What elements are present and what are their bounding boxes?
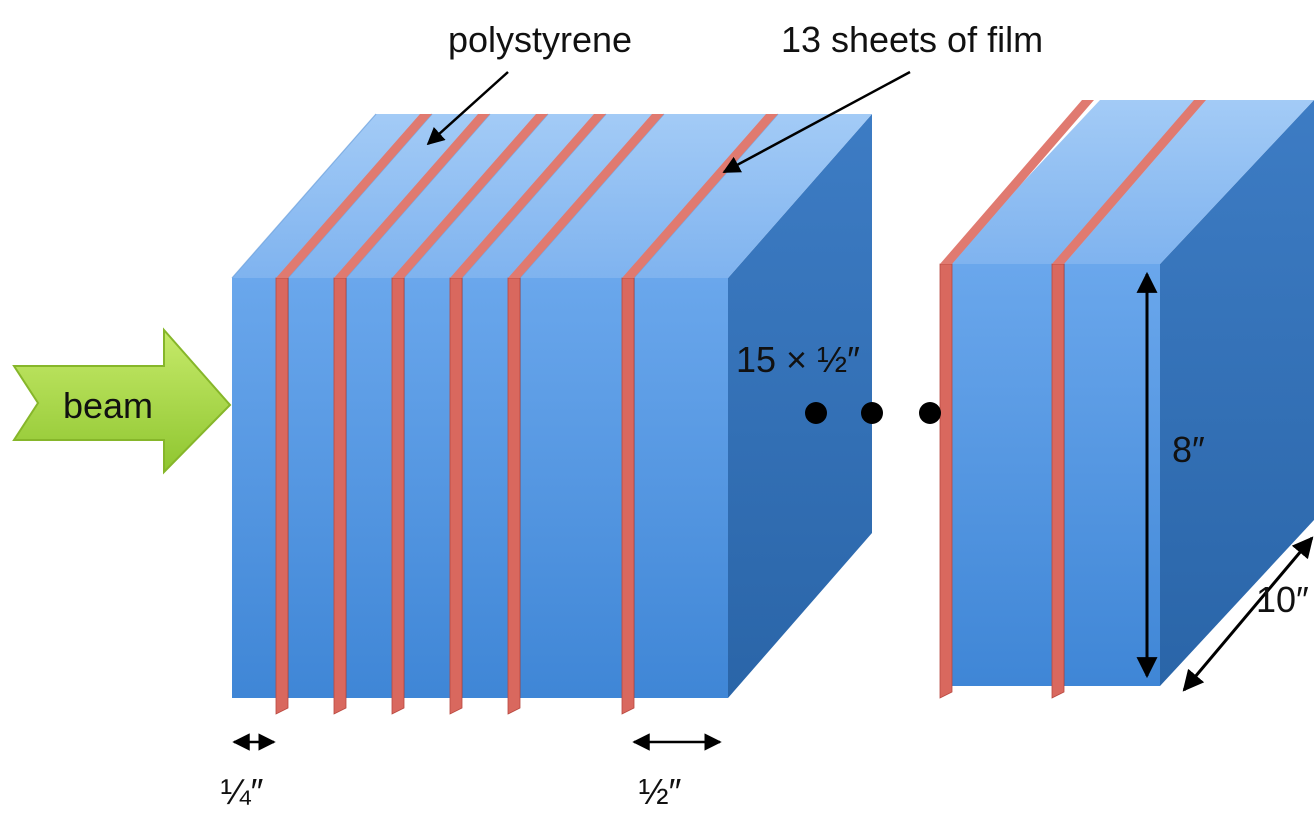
- depth-label: 10″: [1256, 579, 1309, 620]
- left-slab-stack: [231, 113, 872, 715]
- beam-arrow: beam: [12, 327, 232, 475]
- film-sheet: [449, 277, 463, 715]
- left-stack-front-face: [232, 278, 728, 698]
- continuation-dots: [805, 402, 941, 424]
- height-label: 8″: [1172, 429, 1205, 470]
- film-sheets-pointer-arrow: [722, 70, 911, 174]
- film-sheets-label: 13 sheets of film: [781, 19, 1043, 60]
- film-sheet: [1051, 263, 1065, 699]
- film-sheet: [275, 277, 289, 715]
- continuation-dot: [861, 402, 883, 424]
- depth-dimension-arrow: [1182, 536, 1314, 692]
- polystyrene-label: polystyrene: [448, 19, 632, 60]
- beam-label: beam: [63, 385, 153, 426]
- continuation-dot: [919, 402, 941, 424]
- film-sheet: [507, 277, 521, 715]
- left-stack-side-face: [728, 114, 872, 698]
- thin-width-label: ¼″: [221, 771, 264, 812]
- continuation-dot: [805, 402, 827, 424]
- film-sheet: [621, 277, 635, 715]
- stack-count-label: 15 × ½″: [736, 339, 860, 380]
- polystyrene-pointer-arrow: [426, 71, 509, 146]
- thick-width-label: ½″: [639, 771, 682, 812]
- film-sheet: [333, 277, 347, 715]
- film-sheet: [391, 277, 405, 715]
- film-sheet: [939, 263, 953, 699]
